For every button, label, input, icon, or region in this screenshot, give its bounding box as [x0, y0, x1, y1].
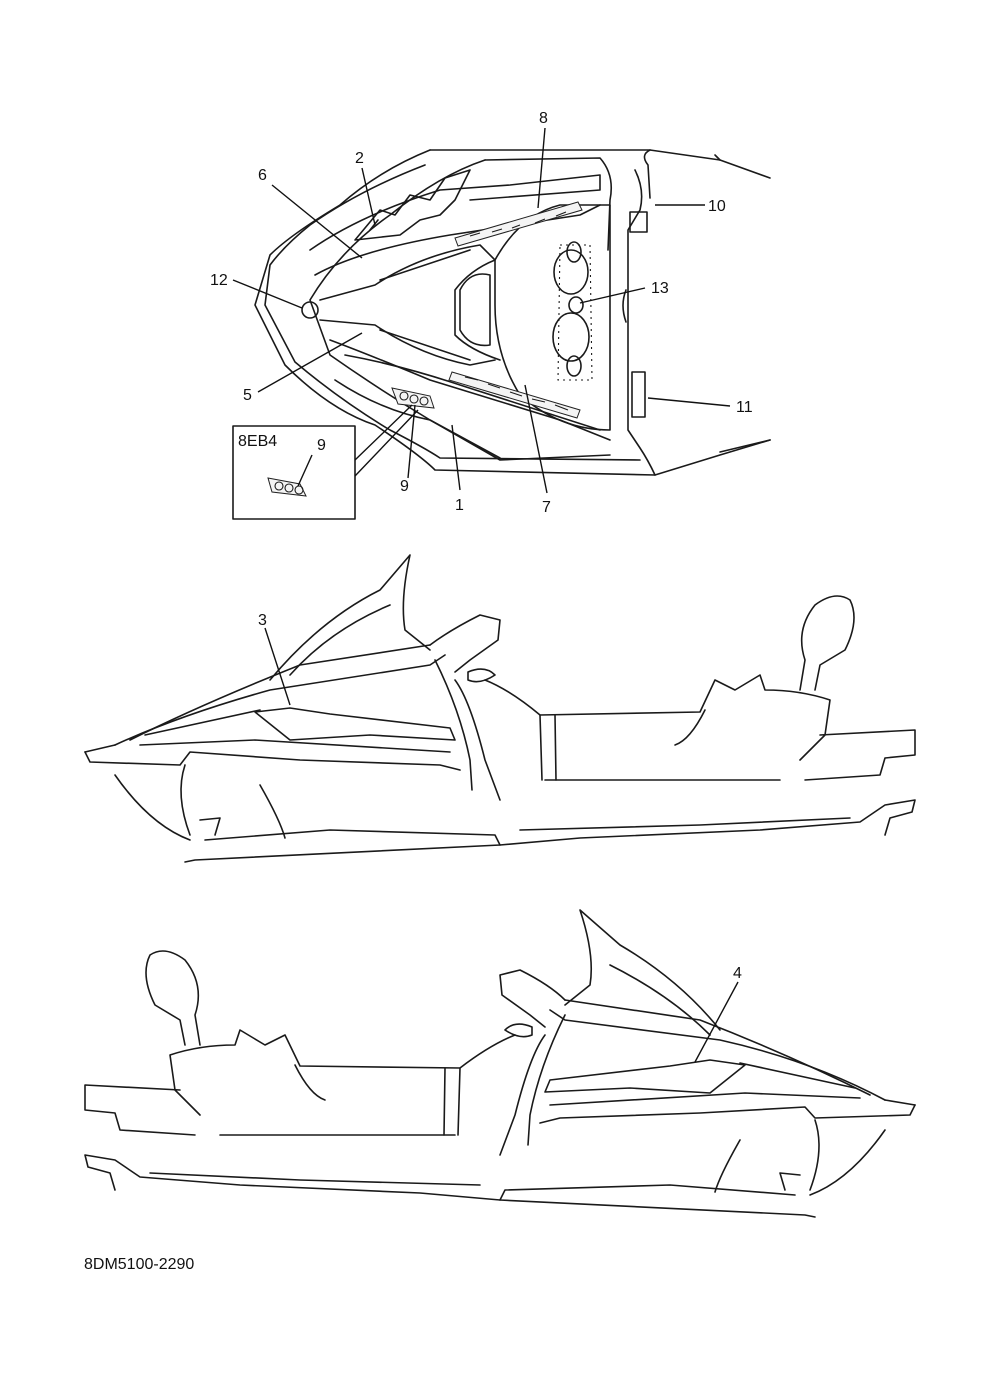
side-view-left: [84, 554, 916, 863]
inset-box: [232, 404, 419, 520]
part-code: 8DM5100-2290: [84, 1256, 194, 1273]
side-view-right: [84, 909, 916, 1218]
callout-6: 6: [258, 167, 267, 184]
callout-13: 13: [651, 280, 669, 297]
callout-11: 11: [736, 399, 753, 416]
callout-8: 8: [539, 110, 548, 127]
callout-7: 7: [542, 499, 551, 516]
top-view-hood: [254, 149, 771, 476]
callout-labels: 1 2 3 4 5 6 7 8 9 9 10 11 12 13 8EB4 8DM…: [84, 110, 753, 1273]
callout-5: 5: [243, 387, 252, 404]
callout-1: 1: [455, 497, 464, 514]
callout-10: 10: [708, 198, 726, 215]
callout-9-main: 9: [400, 478, 409, 495]
callout-3: 3: [258, 612, 267, 629]
inset-label: 8EB4: [238, 433, 277, 450]
leader-lines: [232, 127, 739, 1063]
callout-9-inset: 9: [317, 437, 326, 454]
callout-12: 12: [210, 272, 228, 289]
callout-2: 2: [355, 150, 364, 167]
callout-4: 4: [733, 965, 742, 982]
